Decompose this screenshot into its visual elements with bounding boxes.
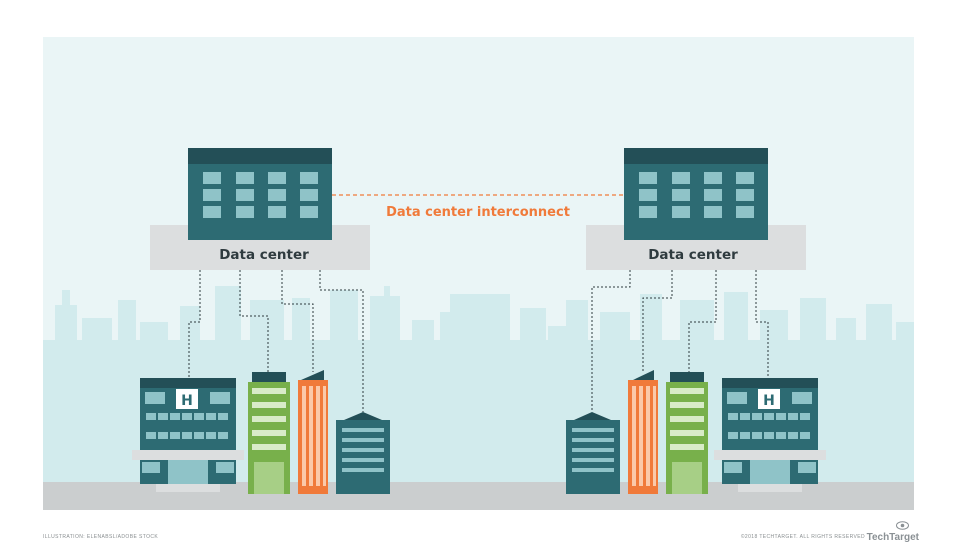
copyright-notice: ©2018 TECHTARGET. ALL RIGHTS RESERVED (740, 534, 865, 540)
right-datacenter-building-top (624, 148, 768, 164)
left-orange-tower (298, 370, 328, 494)
illustration-credit: ILLUSTRATION: ELENABSL/ADOBE STOCK (43, 534, 159, 540)
right-hospital-sign (758, 389, 780, 409)
left-office-building (336, 412, 390, 494)
left-hospital-sign-letter: H (181, 393, 193, 409)
techtarget-eye-icon (896, 521, 909, 530)
right-office-building (566, 412, 620, 494)
techtarget-logo: TechTarget (866, 532, 919, 543)
left-hospital-sign (176, 389, 198, 409)
left-hospital: H (132, 378, 244, 492)
left-green-building (248, 372, 290, 494)
right-orange-tower (628, 370, 658, 494)
left-data-center: Data center (150, 148, 370, 270)
interconnect-label: Data center interconnect (386, 205, 570, 220)
right-data-center: Data center (586, 148, 806, 270)
right-connectors (591, 270, 769, 412)
left-connectors (188, 270, 364, 412)
right-datacenter-windows (639, 172, 754, 218)
right-green-building (666, 372, 708, 494)
right-hospital: H (714, 378, 826, 492)
left-datacenter-building-top (188, 148, 332, 164)
left-datacenter-windows (203, 172, 318, 218)
right-datacenter-label: Data center (648, 247, 738, 263)
left-datacenter-label: Data center (219, 247, 309, 263)
right-hospital-sign-letter: H (763, 393, 775, 409)
